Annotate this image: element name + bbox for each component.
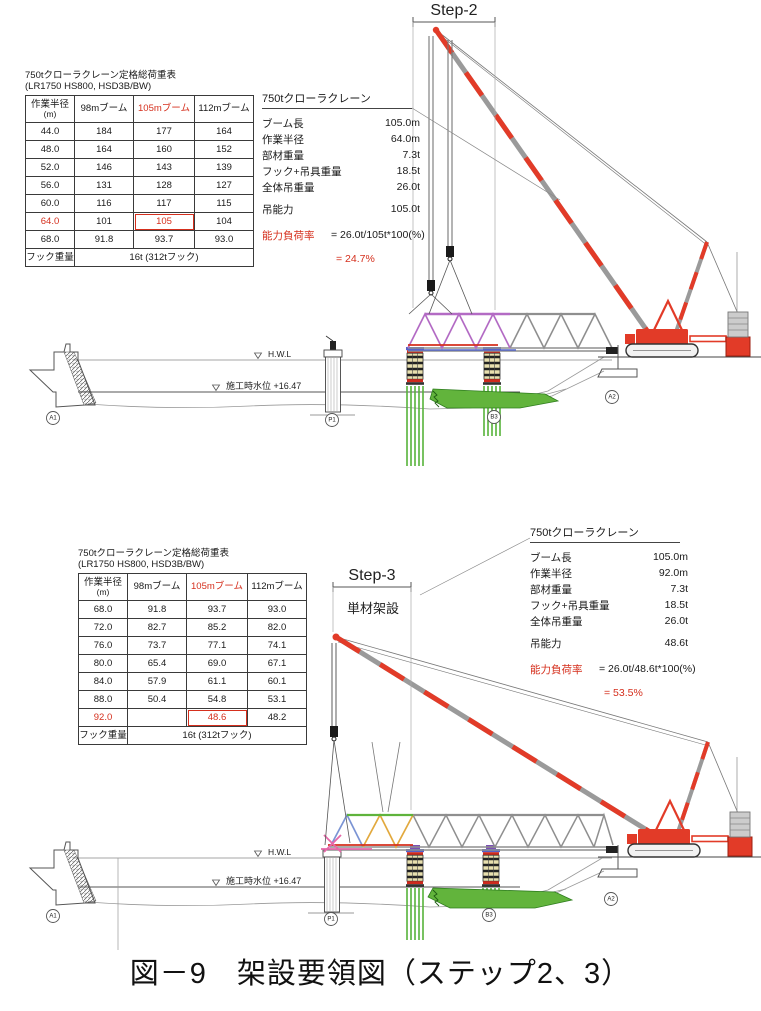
- capacity-table-block-step3: 750tクローラクレーン定格総荷重表 (LR1750 HS800, HSD3B/…: [78, 548, 307, 745]
- col-radius: 作業半径 (m): [78, 573, 128, 601]
- embankment: [427, 887, 574, 909]
- label-b3: B3: [490, 415, 498, 421]
- label-a1: A1: [49, 416, 57, 422]
- table-title: 750tクローラクレーン定格総荷重表: [78, 548, 230, 559]
- table-title: 750tクローラクレーン定格総荷重表: [25, 70, 177, 81]
- step2-label: Step-2: [430, 2, 477, 19]
- header-row: 作業半径 (m) 98mブーム 105mブーム 112mブーム: [25, 95, 254, 123]
- spec-leader-step3: [419, 537, 531, 596]
- label-b3: B3: [485, 913, 493, 919]
- capacity-table-block-step2: 750tクローラクレーン定格総荷重表 (LR1750 HS800, HSD3B/…: [25, 70, 254, 267]
- temporary-bents: [404, 345, 503, 386]
- hwl-label: H.W.L: [268, 349, 291, 359]
- col-boom98: 98mブーム: [127, 573, 187, 601]
- hoist-rigging-step2: [408, 36, 473, 315]
- spec-title: 750tクローラクレーン: [530, 524, 680, 543]
- hwl-label: H.W.L: [268, 847, 291, 857]
- header-row: 作業半径 (m) 98mブーム 105mブーム 112mブーム: [78, 573, 307, 601]
- col-boom105: 105mブーム: [186, 573, 248, 601]
- ratio-row: 能力負荷率= 26.0t/105t*100(%): [262, 229, 425, 242]
- water-lines: H.W.L 施工時水位 +16.47: [74, 847, 612, 950]
- water-level-label: 施工時水位 +16.47: [226, 875, 301, 886]
- abutment-a1: [29, 841, 97, 906]
- pier-p1: [310, 335, 355, 416]
- col-boom112: 112mブーム: [194, 95, 254, 123]
- step3-bracket: Step-3 単材架設: [332, 567, 412, 810]
- water-lines: H.W.L 施工時水位 +16.47: [74, 349, 612, 393]
- label-p1: P1: [327, 917, 335, 923]
- abutment-a1: [29, 343, 97, 408]
- table-subtitle: (LR1750 HS800, HSD3B/BW): [78, 559, 205, 570]
- label-a2: A2: [608, 395, 616, 401]
- col-radius: 作業半径 (m): [25, 95, 75, 123]
- col-boom112: 112mブーム: [247, 573, 307, 601]
- elevation-drawing-step2: H.W.L 施工時水位 +16.47: [29, 2, 761, 466]
- ratio-row: 能力負荷率= 26.0t/48.6t*100(%): [530, 663, 696, 676]
- temporary-bents: [404, 845, 502, 888]
- method-note: 単材架設: [347, 601, 399, 616]
- embankment: [429, 388, 560, 409]
- pier-p1: [308, 849, 354, 914]
- truss-step2: [407, 312, 613, 352]
- col-boom98: 98mブーム: [74, 95, 134, 123]
- crawler-crane-step3: [332, 633, 754, 859]
- table-subtitle: (LR1750 HS800, HSD3B/BW): [25, 81, 152, 92]
- step3-label: Step-3: [348, 567, 395, 584]
- ratio-result: = 24.7%: [336, 253, 375, 265]
- crawler-crane-step2: [432, 26, 752, 359]
- water-level-label: 施工時水位 +16.47: [226, 380, 301, 391]
- spec-leader-step2: [411, 107, 561, 201]
- support-labels-step2: A1 P1 B3 A2: [46, 390, 619, 427]
- ratio-result: = 53.5%: [604, 687, 643, 699]
- label-a2: A2: [607, 897, 615, 903]
- support-labels-step3: A1 P1 B3 A2: [46, 892, 618, 926]
- truss-step3: [321, 812, 614, 853]
- label-p1: P1: [328, 418, 336, 424]
- step2-bracket: Step-2: [412, 2, 496, 310]
- col-boom105: 105mブーム: [133, 95, 195, 123]
- hoist-rigging-step3: [324, 643, 401, 846]
- elevation-drawing-step3: H.W.L 施工時水位 +16.47: [29, 537, 761, 950]
- label-a1: A1: [49, 914, 57, 920]
- figure-caption: 図－9 架設要領図（ステップ2、3）: [129, 958, 632, 990]
- spec-title: 750tクローラクレーン: [262, 90, 412, 109]
